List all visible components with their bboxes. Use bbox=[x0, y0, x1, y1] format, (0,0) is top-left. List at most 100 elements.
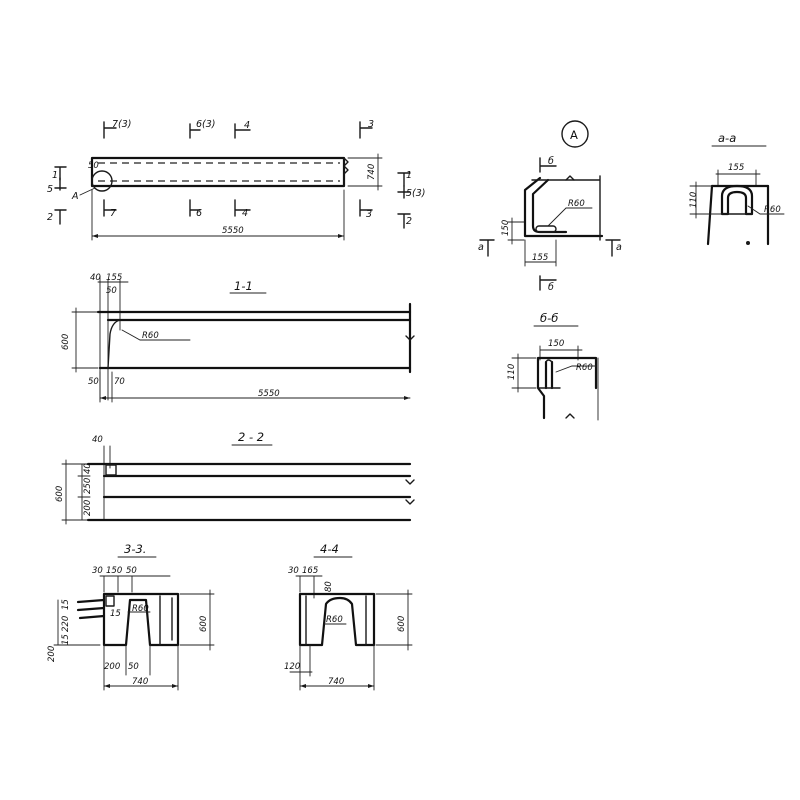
svg-text:б: б bbox=[548, 282, 554, 293]
callout-1-left: 1 bbox=[52, 166, 67, 181]
cut-b-bottom: б bbox=[539, 275, 557, 293]
svg-text:200: 200 bbox=[83, 500, 93, 516]
callout-7-3: 7(3) bbox=[103, 119, 132, 139]
svg-text:200: 200 bbox=[104, 662, 120, 672]
svg-text:15: 15 bbox=[61, 599, 71, 610]
detail-a-circle bbox=[91, 170, 113, 192]
svg-text:600: 600 bbox=[55, 486, 65, 502]
svg-text:155: 155 bbox=[106, 273, 122, 283]
svg-text:R60: R60 bbox=[326, 615, 343, 625]
section-3-3: 3-3. 30 150 50 R60 15 15 220 15 200 600 … bbox=[47, 542, 215, 691]
svg-text:600: 600 bbox=[61, 334, 71, 350]
svg-text:165: 165 bbox=[302, 566, 318, 576]
svg-text:50: 50 bbox=[88, 161, 99, 171]
section-1-1: 1-1 40 155 50 600 R60 50 70 5550 bbox=[61, 273, 415, 403]
svg-text:40: 40 bbox=[83, 463, 93, 474]
svg-text:7(3): 7(3) bbox=[112, 119, 132, 130]
svg-text:15: 15 bbox=[110, 609, 121, 619]
section-3-3-title: 3-3. bbox=[124, 542, 146, 556]
svg-text:150: 150 bbox=[106, 566, 122, 576]
svg-text:R60: R60 bbox=[576, 363, 593, 373]
svg-text:5550: 5550 bbox=[222, 226, 244, 236]
svg-text:1: 1 bbox=[52, 170, 58, 181]
svg-text:600: 600 bbox=[397, 616, 407, 632]
svg-text:5: 5 bbox=[47, 184, 53, 195]
callout-2-left: 2 bbox=[47, 209, 67, 225]
svg-text:110: 110 bbox=[507, 364, 517, 380]
svg-text:600: 600 bbox=[199, 616, 209, 632]
svg-text:740: 740 bbox=[328, 677, 344, 687]
svg-text:а: а bbox=[478, 242, 484, 253]
plan-outline bbox=[90, 156, 346, 188]
svg-text:740: 740 bbox=[132, 677, 148, 687]
svg-text:155: 155 bbox=[728, 163, 744, 173]
svg-text:3: 3 bbox=[366, 209, 372, 220]
svg-text:1: 1 bbox=[406, 170, 412, 181]
section-2-2: 2 - 2 40 600 200 250 40 bbox=[55, 430, 415, 525]
callout-2-right: 2 bbox=[397, 213, 412, 229]
svg-text:б: б bbox=[548, 156, 554, 167]
detail-a: A б R60 150 155 а а б bbox=[478, 120, 622, 293]
callout-6-3: 6(3) bbox=[189, 119, 216, 139]
section-4-4-title: 4-4 bbox=[320, 542, 339, 556]
svg-text:30: 30 bbox=[288, 566, 299, 576]
svg-text:80: 80 bbox=[324, 581, 334, 592]
plan-view: 7(3) 6(3) 4 3 1 5 2 bbox=[47, 119, 426, 241]
svg-text:155: 155 bbox=[532, 253, 548, 263]
detail-a-title: A bbox=[570, 128, 578, 142]
svg-text:5(3): 5(3) bbox=[406, 188, 426, 199]
svg-text:250: 250 bbox=[83, 478, 93, 494]
svg-text:R60: R60 bbox=[568, 199, 585, 209]
section-1-1-title: 1-1 bbox=[234, 279, 253, 293]
svg-text:15: 15 bbox=[61, 634, 71, 645]
svg-text:120: 120 bbox=[284, 662, 300, 672]
callout-7-bottom: 7 bbox=[103, 199, 117, 219]
svg-text:2: 2 bbox=[47, 212, 53, 223]
cut-a-left: а bbox=[478, 239, 495, 257]
svg-text:R60: R60 bbox=[142, 331, 159, 341]
svg-text:50: 50 bbox=[128, 662, 139, 672]
callout-3: 3 bbox=[359, 119, 374, 139]
section-a-a: а-а 155 110 R60 bbox=[689, 131, 785, 246]
svg-text:2: 2 bbox=[406, 216, 412, 227]
svg-text:50: 50 bbox=[126, 566, 137, 576]
callout-5-3-right: 5(3) bbox=[397, 185, 426, 199]
svg-text:R60: R60 bbox=[132, 604, 149, 614]
callout-4: 4 bbox=[234, 120, 251, 139]
svg-text:3: 3 bbox=[368, 119, 374, 130]
section-b-b-title: б-б bbox=[540, 311, 558, 325]
section-4-4: 4-4 30 165 80 R60 600 120 740 bbox=[284, 542, 413, 691]
section-a-a-title: а-а bbox=[718, 131, 736, 145]
svg-text:5550: 5550 bbox=[258, 389, 280, 399]
callout-4-bottom: 4 bbox=[234, 199, 251, 219]
svg-text:220: 220 bbox=[61, 616, 71, 632]
svg-text:6(3): 6(3) bbox=[196, 119, 216, 130]
svg-text:30: 30 bbox=[92, 566, 103, 576]
detail-a-marker: A bbox=[71, 191, 79, 202]
svg-text:6: 6 bbox=[196, 208, 202, 219]
svg-text:7: 7 bbox=[110, 208, 116, 219]
svg-text:40: 40 bbox=[90, 273, 101, 283]
callout-3-bottom: 3 bbox=[359, 199, 373, 220]
svg-text:50: 50 bbox=[106, 286, 117, 296]
svg-text:200: 200 bbox=[47, 646, 57, 662]
svg-text:150: 150 bbox=[548, 339, 564, 349]
callout-5-left: 5 bbox=[47, 177, 67, 195]
svg-text:а: а bbox=[616, 242, 622, 253]
svg-text:110: 110 bbox=[689, 192, 699, 208]
svg-text:740: 740 bbox=[367, 164, 377, 180]
section-b-b: б-б 150 R60 110 bbox=[507, 311, 599, 421]
svg-text:4: 4 bbox=[244, 120, 250, 131]
svg-text:R60: R60 bbox=[764, 205, 781, 215]
svg-text:4: 4 bbox=[242, 208, 248, 219]
svg-text:70: 70 bbox=[114, 377, 125, 387]
detail-a-title-circle bbox=[561, 120, 589, 148]
cut-a-right: а bbox=[605, 239, 622, 257]
svg-text:40: 40 bbox=[92, 435, 103, 445]
svg-text:50: 50 bbox=[88, 377, 99, 387]
svg-text:150: 150 bbox=[501, 220, 511, 236]
callout-1-right: 1 bbox=[397, 170, 412, 187]
callout-6-bottom: 6 bbox=[189, 199, 202, 219]
section-2-2-title: 2 - 2 bbox=[238, 430, 264, 444]
